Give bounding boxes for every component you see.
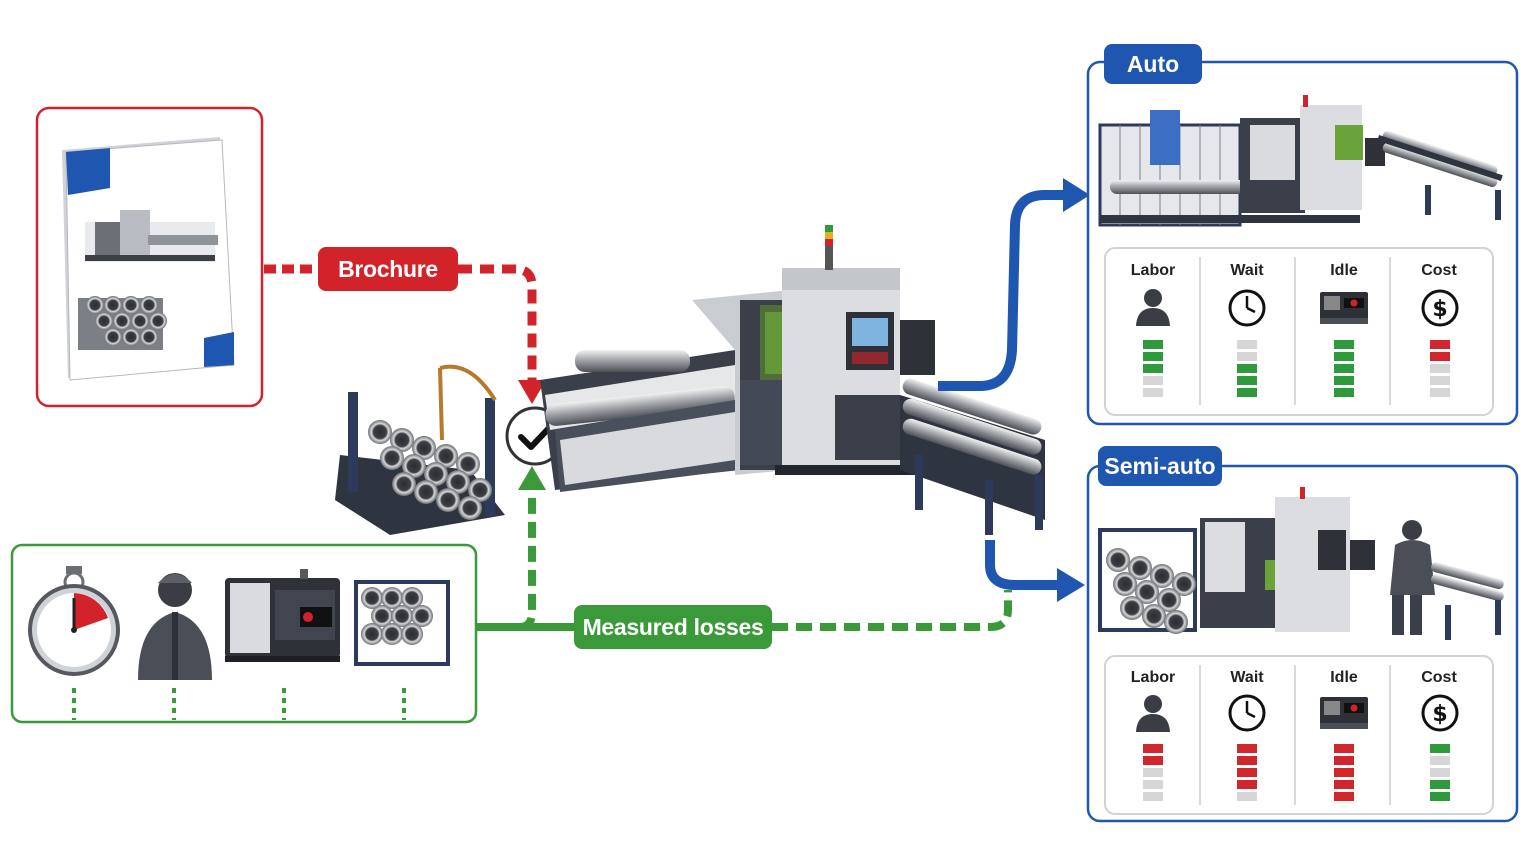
auto-metric-icons: $ — [1136, 289, 1459, 327]
semi-cost-bar-1 — [1430, 756, 1450, 765]
dollar-icon: $ — [1421, 694, 1459, 732]
auto-cost-bar-3 — [1430, 376, 1450, 385]
auto-cost-bar-1 — [1430, 352, 1450, 361]
auto-idle-bar-1 — [1334, 352, 1354, 361]
auto-cost-label: Cost — [1421, 262, 1457, 279]
semi-machine-image — [1098, 487, 1504, 640]
semi-metric-icons: $ — [1136, 694, 1459, 732]
measured-losses-label: Measured losses — [574, 605, 772, 649]
auto-idle-bar-0 — [1334, 340, 1354, 349]
auto-idle-bar-4 — [1334, 388, 1354, 397]
semi-panel-title: Semi-auto — [1098, 446, 1222, 486]
clock-icon — [1228, 694, 1266, 732]
machine-icon — [1320, 697, 1368, 729]
brochure-panel — [35, 106, 264, 408]
semi-idle-label: Idle — [1330, 669, 1358, 686]
measured-panel — [10, 543, 478, 724]
clock-icon — [1228, 289, 1266, 327]
semi-wait-bar-2 — [1237, 768, 1257, 777]
semi-labor-bar-1 — [1143, 756, 1163, 765]
metric-bars — [1143, 340, 1450, 801]
semi-cost-bar-2 — [1430, 768, 1450, 777]
auto-arrow — [938, 178, 1090, 391]
auto-idle-bar-2 — [1334, 364, 1354, 373]
auto-machine-image — [1098, 95, 1503, 227]
semi-arrow — [985, 540, 1085, 602]
auto-cost-bar-2 — [1430, 364, 1450, 373]
auto-cost-bar-4 — [1430, 388, 1450, 397]
auto-idle-label: Idle — [1330, 262, 1358, 279]
svg-text:$: $ — [1432, 702, 1447, 727]
person-icon — [1136, 289, 1170, 326]
semi-labor-bar-2 — [1143, 768, 1163, 777]
semi-labor-bar-3 — [1143, 780, 1163, 789]
semi-idle-bar-2 — [1334, 768, 1354, 777]
auto-wait-bar-2 — [1237, 364, 1257, 373]
brochure-label: Brochure — [318, 247, 458, 291]
auto-labor-bar-1 — [1143, 352, 1163, 361]
semi-wait-bar-4 — [1237, 792, 1257, 801]
auto-labor-bar-0 — [1143, 340, 1163, 349]
auto-wait-bar-3 — [1237, 376, 1257, 385]
semi-labor-bar-0 — [1143, 744, 1163, 753]
semi-idle-bar-1 — [1334, 756, 1354, 765]
auto-labor-label: Labor — [1130, 262, 1176, 279]
semi-idle-bar-3 — [1334, 780, 1354, 789]
auto-labor-bar-3 — [1143, 376, 1163, 385]
small-machine-image — [225, 569, 340, 662]
auto-wait-bar-1 — [1237, 352, 1257, 361]
auto-wait-label: Wait — [1230, 262, 1264, 279]
semi-wait-label: Wait — [1230, 669, 1264, 686]
auto-labor-bar-2 — [1143, 364, 1163, 373]
semi-labor-bar-4 — [1143, 792, 1163, 801]
person-icon — [1136, 695, 1170, 732]
semi-labor-label: Labor — [1130, 669, 1176, 686]
auto-panel-title: Auto — [1104, 44, 1202, 84]
stopwatch-icon — [28, 566, 120, 676]
central-machine-image — [335, 225, 1045, 535]
auto-wait-bar-4 — [1237, 388, 1257, 397]
brochure-connector — [264, 264, 546, 404]
semi-idle-bar-4 — [1334, 792, 1354, 801]
auto-labor-bar-4 — [1143, 388, 1163, 397]
worker-icon — [138, 573, 212, 680]
semi-wait-bar-0 — [1237, 744, 1257, 753]
small-pipe-rack-image — [354, 580, 450, 666]
machine-icon — [1320, 292, 1368, 324]
semi-cost-bar-3 — [1430, 780, 1450, 789]
semi-idle-bar-0 — [1334, 744, 1354, 753]
semi-wait-bar-1 — [1237, 756, 1257, 765]
semi-cost-bar-4 — [1430, 792, 1450, 801]
auto-cost-bar-0 — [1430, 340, 1450, 349]
brochure-book-image — [62, 137, 235, 381]
auto-wait-bar-0 — [1237, 340, 1257, 349]
semi-cost-bar-0 — [1430, 744, 1450, 753]
semi-cost-label: Cost — [1421, 669, 1457, 686]
svg-text:$: $ — [1432, 297, 1447, 322]
measured-connector — [476, 466, 1012, 631]
semi-wait-bar-3 — [1237, 780, 1257, 789]
dollar-icon: $ — [1421, 289, 1459, 327]
auto-idle-bar-3 — [1334, 376, 1354, 385]
